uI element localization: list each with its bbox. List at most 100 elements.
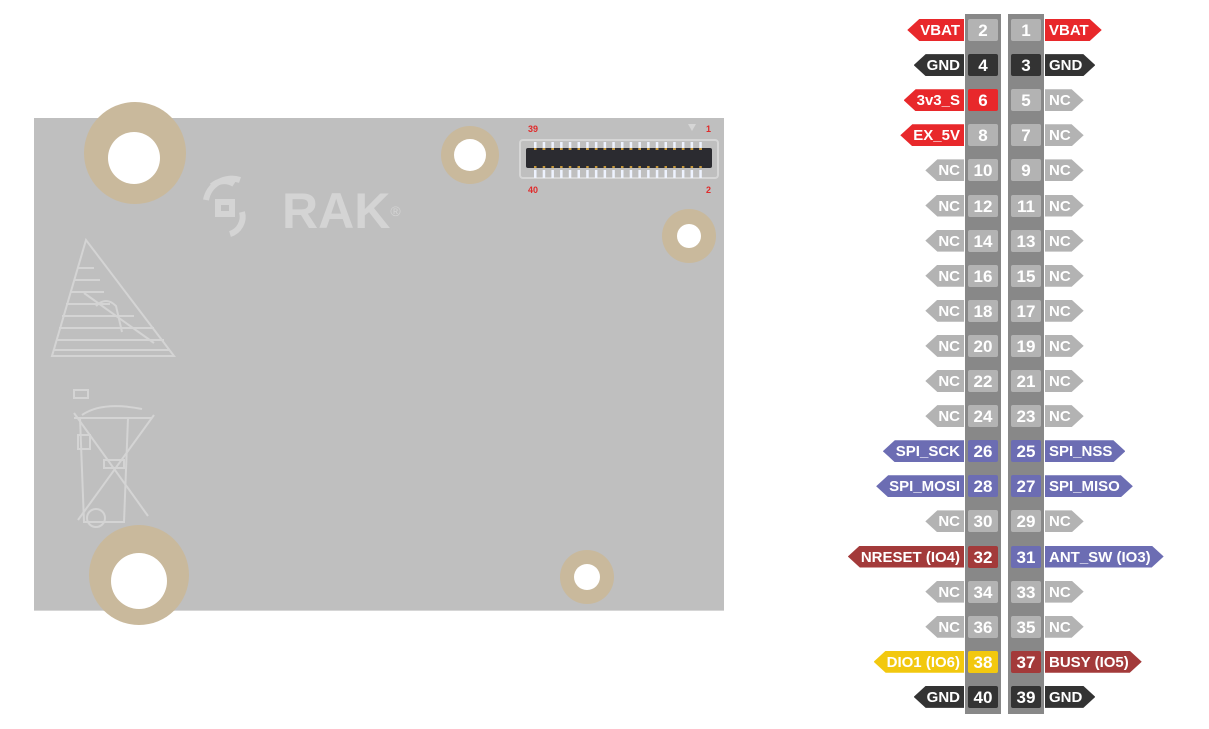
pin-number-39: 39 bbox=[1011, 685, 1041, 708]
pin-number-27: 27 bbox=[1011, 475, 1041, 498]
connector-pin-contact bbox=[629, 166, 633, 168]
connector-pin bbox=[629, 170, 633, 178]
connector-pin bbox=[655, 170, 659, 178]
pin-number-18: 18 bbox=[968, 299, 998, 322]
connector-pin-contact bbox=[612, 148, 615, 150]
pin-number-7: 7 bbox=[1011, 124, 1041, 147]
pin-label-13: NC bbox=[1045, 230, 1084, 252]
mounting-hole-drill bbox=[111, 553, 167, 609]
pin-number-26: 26 bbox=[968, 440, 998, 463]
weee-recycle-icon bbox=[73, 389, 155, 528]
pin-label-35: NC bbox=[1045, 616, 1084, 638]
pin-number-23: 23 bbox=[1011, 405, 1041, 428]
pin-label-28: SPI_MOSI bbox=[876, 475, 964, 498]
connector-pin-contact bbox=[612, 166, 615, 168]
connector-pin-contact bbox=[542, 166, 546, 168]
connector-pin bbox=[681, 170, 685, 178]
connector-pin-contact bbox=[699, 148, 702, 150]
pin-label-1: VBAT bbox=[1045, 19, 1102, 41]
pin-label-15: NC bbox=[1045, 265, 1084, 287]
pin-number-8: 8 bbox=[968, 124, 998, 147]
connector-pin bbox=[551, 170, 554, 178]
connector-pin bbox=[568, 170, 572, 178]
pin-number-16: 16 bbox=[968, 264, 998, 287]
connector-pin-contact bbox=[681, 166, 685, 168]
connector-pin bbox=[647, 170, 650, 178]
connector-pin-contact bbox=[568, 148, 572, 150]
connector-pin-contact bbox=[568, 166, 572, 168]
mounting-hole-drill bbox=[677, 224, 701, 248]
module-board: RAK® 39 1 40 2 bbox=[34, 102, 724, 625]
pin-number-37: 37 bbox=[1011, 650, 1041, 673]
connector-pin bbox=[655, 142, 659, 150]
pin-number-33: 33 bbox=[1011, 580, 1041, 603]
pin-number-29: 29 bbox=[1011, 510, 1041, 533]
mounting-hole bbox=[89, 525, 189, 625]
pin-number-17: 17 bbox=[1011, 299, 1041, 322]
connector-pin bbox=[577, 170, 580, 178]
pin-number-21: 21 bbox=[1011, 370, 1041, 392]
pin-label-27: SPI_MISO bbox=[1045, 475, 1133, 497]
pin-number-6: 6 bbox=[968, 89, 998, 112]
pin-number-3: 3 bbox=[1011, 54, 1041, 77]
rak-logo-text: RAK® bbox=[282, 186, 401, 236]
pin-number-19: 19 bbox=[1011, 334, 1041, 357]
connector-pin bbox=[534, 170, 537, 178]
pin-number-22: 22 bbox=[968, 370, 998, 392]
pin-label-16: NC bbox=[925, 264, 964, 287]
connector-pin-contact bbox=[551, 166, 554, 168]
pin-label-23: NC bbox=[1045, 405, 1084, 427]
pin-label-25: SPI_NSS bbox=[1045, 440, 1125, 462]
pin-number-12: 12 bbox=[968, 194, 998, 217]
pin-label-40: GND bbox=[913, 685, 964, 708]
pin-number-13: 13 bbox=[1011, 229, 1041, 252]
connector-label-39: 39 bbox=[528, 124, 539, 134]
pin-label-24: NC bbox=[925, 405, 964, 428]
connector-pin bbox=[647, 142, 650, 150]
pin-label-36: NC bbox=[925, 615, 964, 638]
pin-label-3: GND bbox=[1045, 54, 1095, 76]
connector-pin-contact bbox=[673, 148, 676, 150]
connector-pin bbox=[621, 170, 624, 178]
logo-text: RAK bbox=[282, 183, 391, 239]
pin-label-34: NC bbox=[925, 580, 964, 603]
pin-label-4: GND bbox=[913, 54, 964, 77]
pin-label-9: NC bbox=[1045, 159, 1084, 181]
pin-label-30: NC bbox=[925, 510, 964, 533]
pin-label-31: ANT_SW (IO3) bbox=[1045, 546, 1164, 568]
mounting-hole bbox=[560, 550, 614, 604]
connector-pin-contact bbox=[681, 148, 685, 150]
connector-pin-contact bbox=[603, 148, 607, 150]
pin-label-17: NC bbox=[1045, 300, 1084, 322]
pin-number-32: 32 bbox=[968, 545, 998, 568]
esd-warning-icon bbox=[50, 237, 177, 357]
connector-pin bbox=[603, 142, 607, 150]
connector-pin-contact bbox=[560, 166, 563, 168]
pin-label-11: NC bbox=[1045, 195, 1084, 217]
connector-pin bbox=[534, 142, 537, 150]
connector-pin bbox=[638, 170, 641, 178]
pin-label-22: NC bbox=[925, 370, 964, 392]
connector-pin-contact bbox=[534, 148, 537, 150]
connector-pin bbox=[542, 170, 546, 178]
pin-number-9: 9 bbox=[1011, 159, 1041, 182]
pin-number-25: 25 bbox=[1011, 440, 1041, 463]
pin-label-32: NRESET (IO4) bbox=[847, 545, 964, 568]
mounting-hole-drill bbox=[454, 139, 486, 171]
pin-label-10: NC bbox=[925, 159, 964, 182]
connector-pin-contact bbox=[673, 166, 676, 168]
board-connector bbox=[519, 139, 719, 179]
pin-number-4: 4 bbox=[968, 54, 998, 77]
pin-label-33: NC bbox=[1045, 581, 1084, 603]
odd-pin-strip bbox=[1008, 14, 1044, 714]
registered-mark: ® bbox=[390, 203, 401, 219]
pin-label-26: SPI_SCK bbox=[882, 440, 964, 463]
connector-pin-contact bbox=[655, 148, 659, 150]
pin-label-29: NC bbox=[1045, 510, 1084, 532]
connector-pin-contact bbox=[577, 148, 580, 150]
connector-label-1: 1 bbox=[706, 124, 712, 134]
connector-pin bbox=[594, 170, 598, 178]
connector-pin bbox=[699, 142, 702, 150]
connector-pin-contact bbox=[603, 166, 607, 168]
pin-label-39: GND bbox=[1045, 686, 1095, 708]
